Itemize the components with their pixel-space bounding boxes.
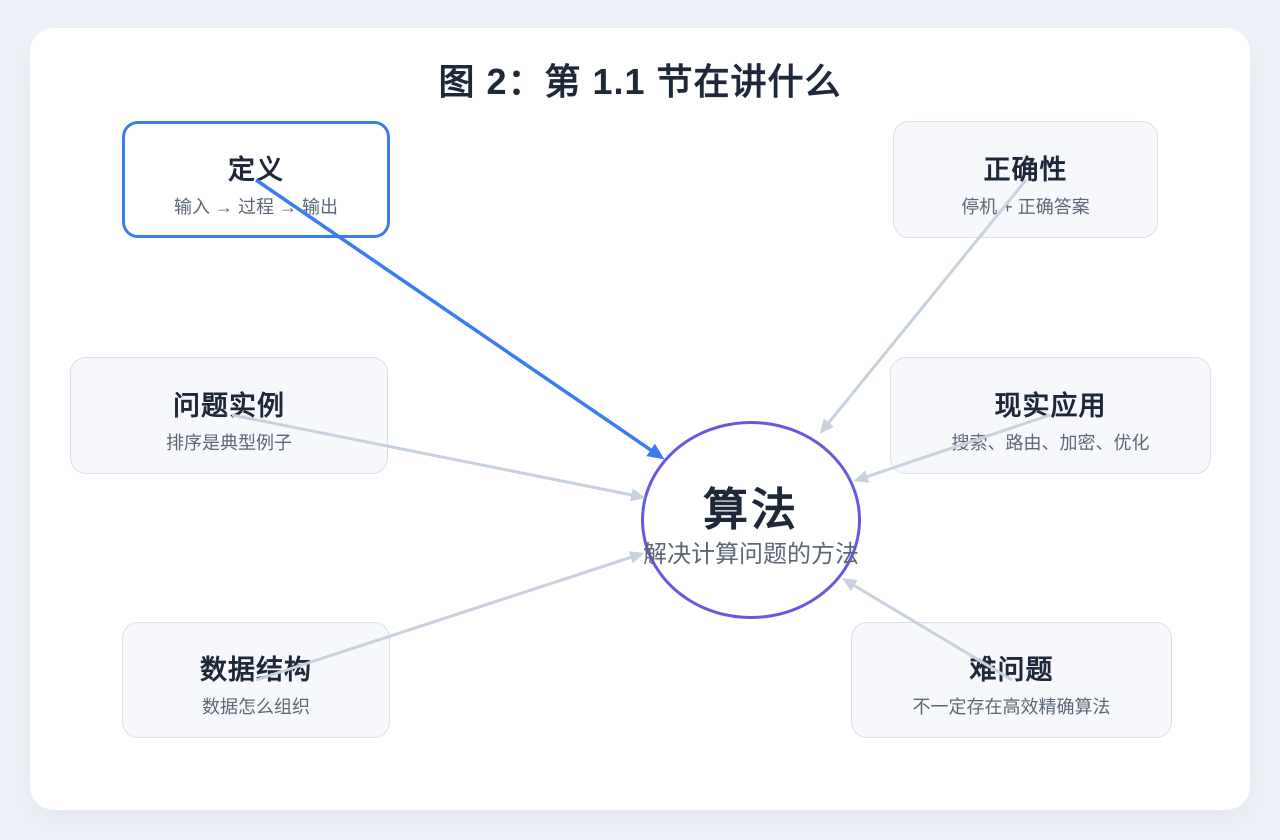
node-problem-instance-label: 问题实例 — [173, 390, 285, 421]
node-algorithm-sublabel: 解决计算问题的方法 — [643, 541, 859, 568]
node-hard-problems: 难问题 不一定存在高效精确算法 — [851, 622, 1172, 738]
node-definition-label: 定义 — [228, 154, 284, 185]
node-correctness-label: 正确性 — [983, 154, 1068, 185]
node-correctness-sublabel: 停机 + 正确答案 — [961, 196, 1090, 217]
node-definition: 定义 输入 → 过程 → 输出 — [122, 121, 390, 238]
node-applications: 现实应用 搜索、路由、加密、优化 — [890, 357, 1211, 474]
node-definition-sublabel: 输入 → 过程 → 输出 — [173, 196, 338, 217]
node-correctness: 正确性 停机 + 正确答案 — [893, 121, 1158, 238]
node-problem-instance: 问题实例 排序是典型例子 — [70, 357, 388, 474]
figure-title: 图 2：第 1.1 节在讲什么 — [438, 61, 842, 102]
node-problem-instance-sublabel: 排序是典型例子 — [166, 432, 292, 453]
node-hard-problems-sublabel: 不一定存在高效精确算法 — [912, 697, 1111, 717]
node-algorithm-center: 算法 解决计算问题的方法 — [641, 421, 861, 619]
node-applications-sublabel: 搜索、路由、加密、优化 — [951, 432, 1150, 453]
node-algorithm-label: 算法 — [702, 484, 799, 535]
node-hard-problems-label: 难问题 — [969, 655, 1054, 685]
node-data-structures-sublabel: 数据怎么组织 — [202, 697, 310, 717]
node-applications-label: 现实应用 — [994, 390, 1107, 421]
node-data-structures-label: 数据结构 — [200, 655, 312, 685]
node-data-structures: 数据结构 数据怎么组织 — [122, 622, 390, 738]
